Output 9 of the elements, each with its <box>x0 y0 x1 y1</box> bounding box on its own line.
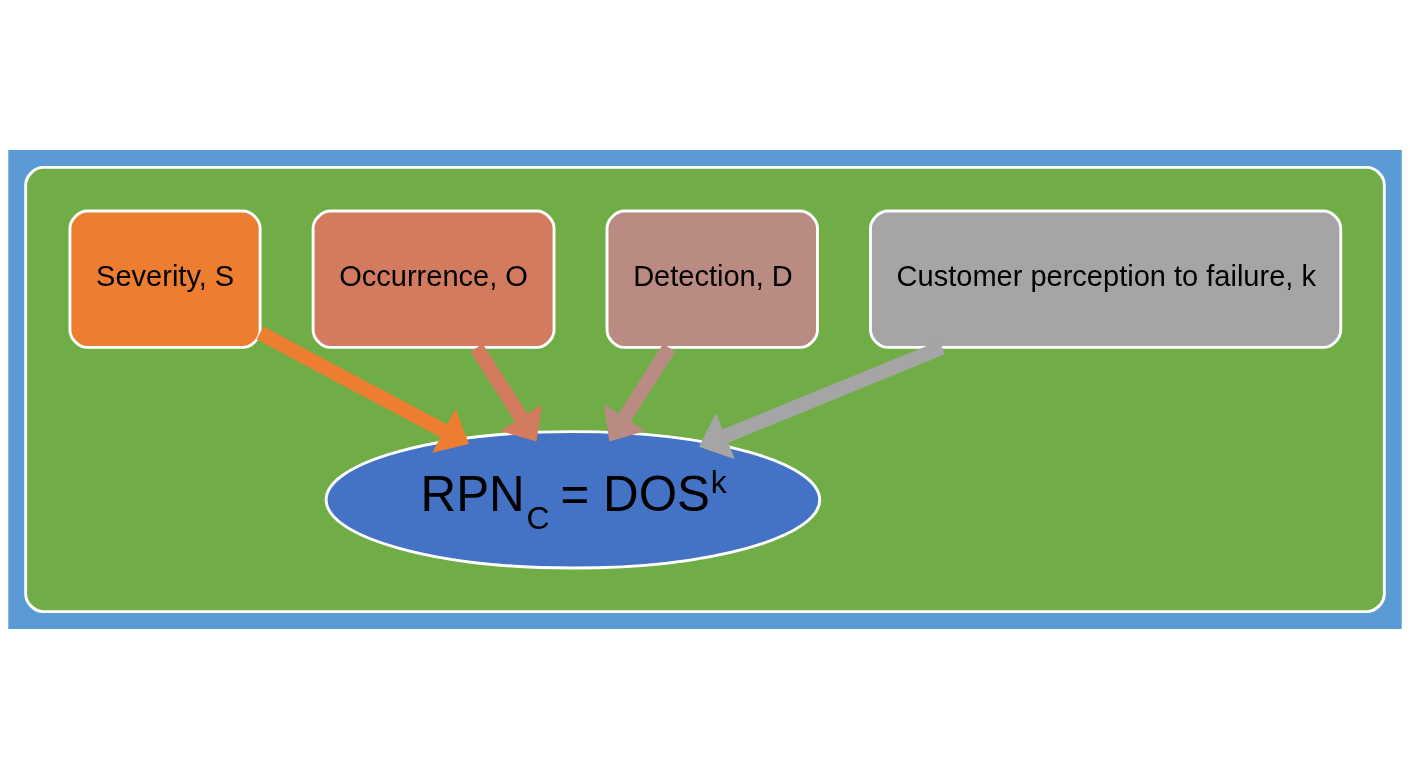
node-box: Occurrence, O <box>311 209 556 349</box>
arrow <box>470 343 543 441</box>
node-box: Customer perception to failure, k <box>869 209 1343 349</box>
node-ellipse: RPN$_{C}$ = DOS$^{k}$ <box>324 429 822 569</box>
arrow <box>603 343 676 441</box>
arrow <box>256 326 470 453</box>
cluster <box>24 165 1386 613</box>
node-box: Detection, D <box>605 209 819 349</box>
node-box: Severity, S <box>68 209 262 349</box>
